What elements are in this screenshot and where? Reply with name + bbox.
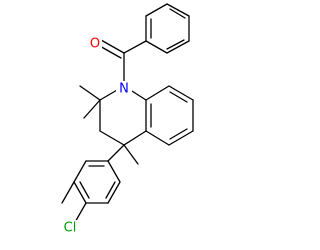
bond (145, 85, 170, 101)
benzoyl-phenyl-ring (145, 3, 190, 54)
atom-label-nitrogen: N (116, 81, 132, 97)
carbonyl-double-bond (100, 39, 125, 54)
bond (61, 181, 75, 204)
bond (123, 130, 147, 146)
bond (168, 85, 194, 101)
oxygen-label: O (90, 37, 100, 52)
aromatic-inner-bond (105, 181, 116, 199)
gem-dimethyl-bond (83, 99, 101, 119)
aromatic-inner-bond (169, 128, 188, 140)
aromatic-inner-bond (169, 8, 186, 19)
bond (99, 130, 125, 146)
bond (73, 181, 87, 204)
c4-methyl-bond (123, 144, 139, 165)
aromatic-inner-bond (166, 39, 185, 50)
bond (107, 144, 125, 162)
bond (123, 40, 147, 54)
fused-benzene-ring (145, 85, 194, 146)
bond (168, 130, 194, 146)
nitrogen-label: N (119, 82, 129, 97)
bond (145, 130, 170, 146)
bond (107, 181, 121, 204)
bond (166, 3, 190, 17)
chlorophenyl-ring (61, 144, 125, 225)
atom-label-chlorine: Cl (59, 220, 81, 236)
aromatic-inner-bond (169, 91, 188, 103)
bond (145, 3, 168, 17)
chlorine-label: Cl (64, 221, 77, 236)
gem-dimethyl-bond (79, 85, 101, 101)
carbonyl-group (97, 39, 147, 87)
methyl-groups (79, 85, 139, 165)
aromatic-inner-bond (79, 181, 90, 199)
bond (73, 160, 87, 183)
atom-label-oxygen: O (88, 36, 102, 52)
bond (166, 40, 190, 54)
bond (145, 40, 168, 54)
molecule-structure: O N Cl (59, 3, 194, 236)
bond (107, 160, 121, 183)
